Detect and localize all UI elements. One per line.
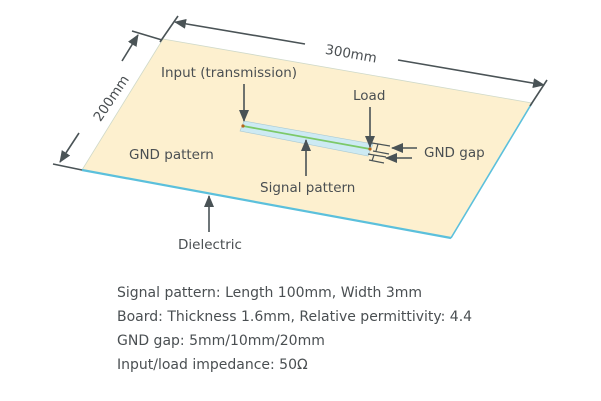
load-port: [368, 147, 372, 151]
label-signal-pattern: Signal pattern: [260, 180, 355, 196]
label-dielectric: Dielectric: [178, 237, 242, 253]
label-input: Input (transmission): [161, 65, 297, 81]
label-gnd-pattern: GND pattern: [129, 147, 214, 163]
label-gnd-gap: GND gap: [424, 145, 485, 161]
spec-board: Board: Thickness 1.6mm, Relative permitt…: [117, 309, 473, 325]
label-load: Load: [353, 88, 385, 104]
dielectric-edge-right: [450, 102, 533, 239]
spec-signal-pattern: Signal pattern: Length 100mm, Width 3mm: [117, 285, 423, 301]
spec-impedance: Input/load impedance: 50Ω: [117, 357, 308, 373]
dimension-300mm: [159, 15, 548, 107]
signal-clearance-area: [239, 120, 374, 157]
signal-pattern-line: [242, 125, 371, 150]
dimension-200mm: [52, 30, 163, 171]
input-port: [241, 124, 245, 128]
spec-gnd-gap: GND gap: 5mm/10mm/20mm: [117, 333, 325, 349]
dielectric-edge-front: [81, 168, 452, 240]
dimension-length-label: 300mm: [324, 42, 378, 67]
